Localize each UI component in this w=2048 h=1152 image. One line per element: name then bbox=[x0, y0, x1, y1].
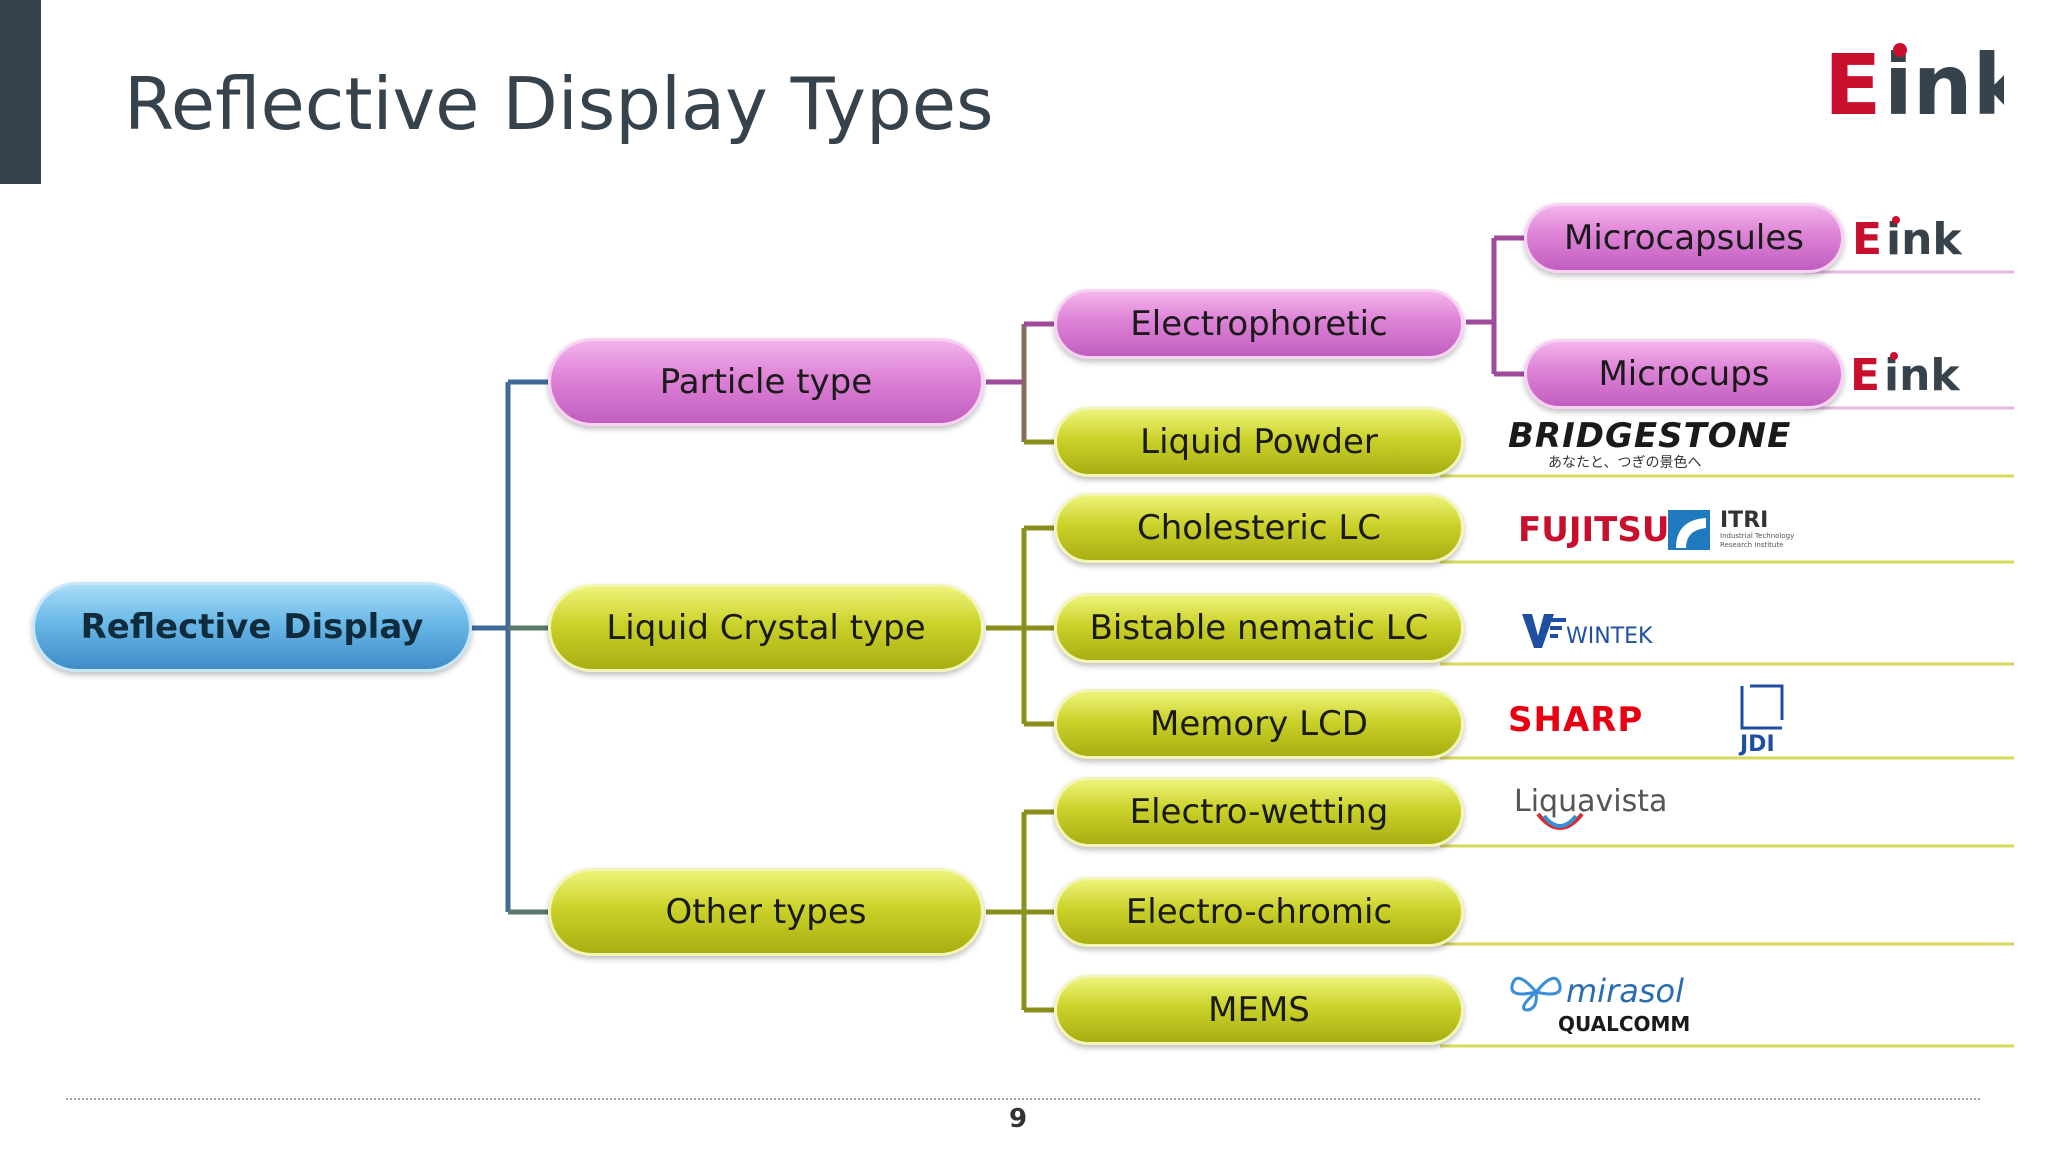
liquavista-swirl-icon bbox=[1536, 812, 1584, 830]
svg-text:E: E bbox=[1824, 36, 1881, 126]
node-particle-type: Particle type bbox=[548, 338, 984, 426]
bridgestone-logo: BRIDGESTONE bbox=[1508, 416, 1792, 456]
itri-subtitle-1: Industrial Technology bbox=[1720, 532, 1795, 540]
svg-text:E: E bbox=[1850, 350, 1880, 398]
node-electro-wetting: Electro-wetting bbox=[1054, 777, 1464, 847]
fujitsu-logo: FUJITSU bbox=[1518, 510, 1670, 550]
bridgestone-tagline: あなたと、つぎの景色へ bbox=[1548, 455, 1702, 471]
node-mems: MEMS bbox=[1054, 975, 1464, 1045]
node-cholesteric-lc: Cholesteric LC bbox=[1054, 493, 1464, 563]
jdi-icon bbox=[1740, 684, 1784, 730]
accent-bar bbox=[0, 0, 41, 184]
node-bistable-nematic-lc: Bistable nematic LC bbox=[1054, 593, 1464, 663]
jdi-logo: JDI bbox=[1740, 732, 1775, 757]
svg-text:E: E bbox=[1852, 214, 1882, 262]
node-other-types: Other types bbox=[548, 868, 984, 956]
node-liquid-crystal-type: Liquid Crystal type bbox=[548, 584, 984, 672]
eink-logo: E ink bbox=[1852, 214, 1963, 262]
mirasol-butterfly-icon bbox=[1510, 976, 1562, 1012]
wintek-icon bbox=[1522, 614, 1566, 648]
qualcomm-logo: QUALCOMM bbox=[1558, 1012, 1691, 1036]
footer-divider bbox=[66, 1098, 1980, 1100]
itri-subtitle-2: Research Institute bbox=[1720, 541, 1784, 549]
page-number: 9 bbox=[1008, 1104, 1028, 1134]
mirasol-logo: mirasol bbox=[1566, 972, 1684, 1010]
node-electro-chromic: Electro-chromic bbox=[1054, 877, 1464, 947]
slide-title: Reflective Display Types bbox=[124, 62, 994, 146]
eink-header-logo: E ink bbox=[1824, 36, 2004, 126]
node-reflective-display: Reflective Display bbox=[32, 582, 472, 672]
itri-logo: ITRI bbox=[1720, 508, 1769, 533]
node-liquid-powder: Liquid Powder bbox=[1054, 407, 1464, 477]
wintek-logo: WINTEK bbox=[1566, 624, 1653, 649]
node-memory-lcd: Memory LCD bbox=[1054, 689, 1464, 759]
node-microcups: Microcups bbox=[1524, 339, 1844, 409]
node-electrophoretic: Electrophoretic bbox=[1054, 289, 1464, 359]
eink-logo: E ink bbox=[1850, 350, 1961, 398]
itri-icon bbox=[1668, 510, 1710, 550]
node-microcapsules: Microcapsules bbox=[1524, 203, 1844, 273]
sharp-logo: SHARP bbox=[1508, 700, 1644, 740]
